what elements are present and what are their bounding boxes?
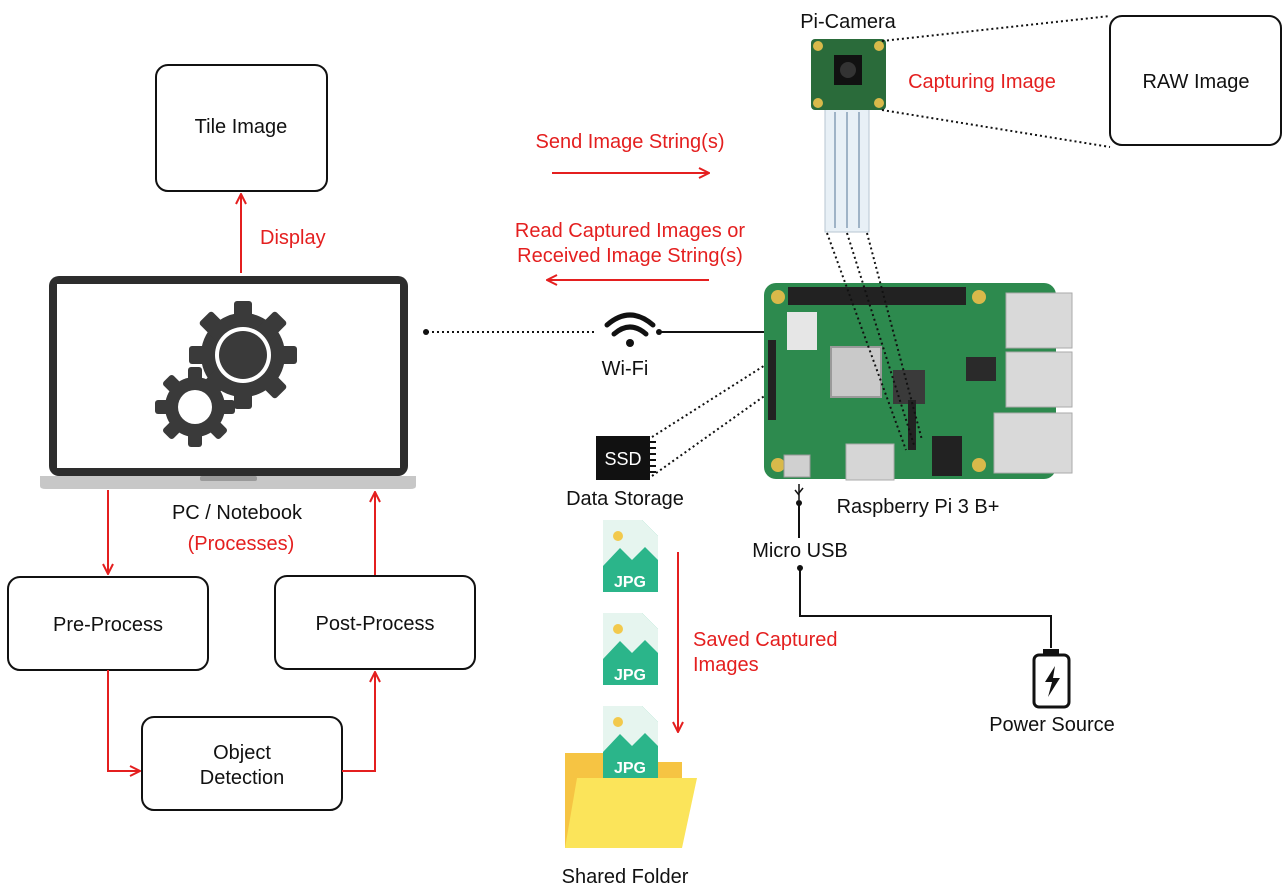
to-detection-arrow [107, 670, 140, 771]
pi-camera-icon [811, 39, 886, 233]
jpg-file-icon: JPG [603, 520, 658, 592]
raw-image-label: RAW Image [1142, 71, 1249, 93]
micro-usb-label: Micro USB [752, 540, 848, 562]
saved-label-1: Saved Captured [693, 629, 838, 651]
read-captured-label-1: Read Captured Images or [515, 220, 745, 242]
to-postprocess-arrow [342, 672, 375, 772]
usb-icon [794, 484, 804, 500]
wifi-label: Wi-Fi [602, 358, 649, 380]
battery-icon [1032, 649, 1071, 709]
folder-icon: JPG [565, 706, 697, 848]
usb-power-link [799, 568, 1052, 648]
object-detection-label-1: Object [213, 742, 271, 764]
data-storage-label: Data Storage [566, 488, 684, 510]
object-detection-label-2: Detection [200, 767, 285, 789]
read-captured-label-2: Received Image String(s) [517, 245, 743, 267]
jpg-label-1: JPG [614, 574, 646, 591]
jpg-file-icon: JPG [603, 613, 658, 685]
pi-camera-label: Pi-Camera [800, 11, 896, 33]
wifi-icon [604, 312, 656, 347]
capturing-image-label: Capturing Image [908, 71, 1056, 93]
pc-notebook-label: PC / Notebook [172, 502, 303, 524]
saved-label-2: Images [693, 654, 759, 676]
pre-process-label: Pre-Process [53, 614, 163, 636]
tile-image-box: Tile Image [155, 64, 328, 192]
jpg-label-3: JPG [614, 760, 646, 777]
processes-label: (Processes) [188, 533, 295, 555]
raspberry-pi-label: Raspberry Pi 3 B+ [837, 496, 1000, 518]
object-detection-box: Object Detection [141, 716, 343, 811]
pre-process-box: Pre-Process [7, 576, 209, 671]
shared-folder-label: Shared Folder [562, 866, 689, 886]
post-process-box: Post-Process [274, 575, 476, 670]
ssd-label: SSD [604, 449, 641, 469]
power-source-label: Power Source [989, 714, 1115, 736]
raspberry-pi-board-icon [764, 283, 1073, 481]
send-image-strings-label: Send Image String(s) [536, 131, 725, 153]
ssd-icon: SSD [596, 436, 656, 480]
tile-image-label: Tile Image [195, 116, 288, 138]
post-process-label: Post-Process [316, 613, 435, 635]
gears-icon [155, 301, 297, 447]
raw-image-box: RAW Image [1109, 15, 1282, 146]
jpg-label-2: JPG [614, 667, 646, 684]
display-label: Display [260, 227, 326, 249]
